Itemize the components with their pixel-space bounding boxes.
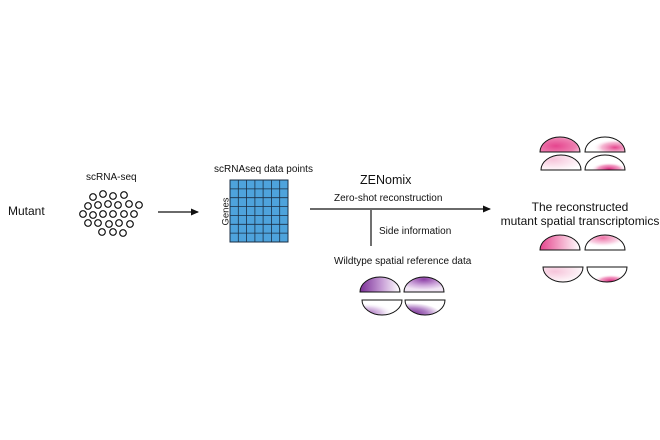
wildtype-hemispheres bbox=[359, 276, 446, 316]
result-hemispheres-bottom bbox=[539, 234, 628, 283]
result-hemisphere-5 bbox=[539, 234, 581, 251]
wildtype-hemisphere-4 bbox=[404, 299, 446, 316]
result-hemisphere-6 bbox=[584, 234, 626, 251]
mutant-label: Mutant bbox=[8, 204, 45, 218]
result-hemispheres-top bbox=[539, 136, 626, 171]
result-hemisphere-8 bbox=[586, 266, 628, 283]
result-label-line1: The reconstructed bbox=[531, 200, 629, 214]
cell-cloud bbox=[79, 190, 143, 237]
result-hemisphere-2 bbox=[584, 136, 626, 153]
side-info-label: Side information bbox=[379, 226, 452, 237]
wildtype-hemisphere-1 bbox=[359, 276, 401, 293]
wildtype-hemisphere-3 bbox=[361, 299, 403, 316]
data-grid bbox=[229, 179, 289, 243]
wildtype-label: Wildtype spatial reference data bbox=[334, 256, 472, 267]
result-hemisphere-7 bbox=[542, 266, 584, 283]
scrna-seq-label: scRNA-seq bbox=[86, 172, 137, 183]
method-label: ZENomix bbox=[360, 173, 412, 187]
result-label-line2: mutant spatial transcriptomics bbox=[500, 214, 660, 228]
data-points-label: scRNAseq data points bbox=[214, 164, 313, 175]
zero-shot-label: Zero-shot reconstruction bbox=[334, 193, 443, 204]
genes-axis-label: Genes bbox=[220, 197, 232, 226]
wildtype-hemisphere-2 bbox=[403, 276, 445, 293]
result-hemisphere-4 bbox=[584, 154, 626, 171]
result-hemisphere-3 bbox=[540, 154, 582, 171]
result-hemisphere-1 bbox=[539, 136, 581, 153]
